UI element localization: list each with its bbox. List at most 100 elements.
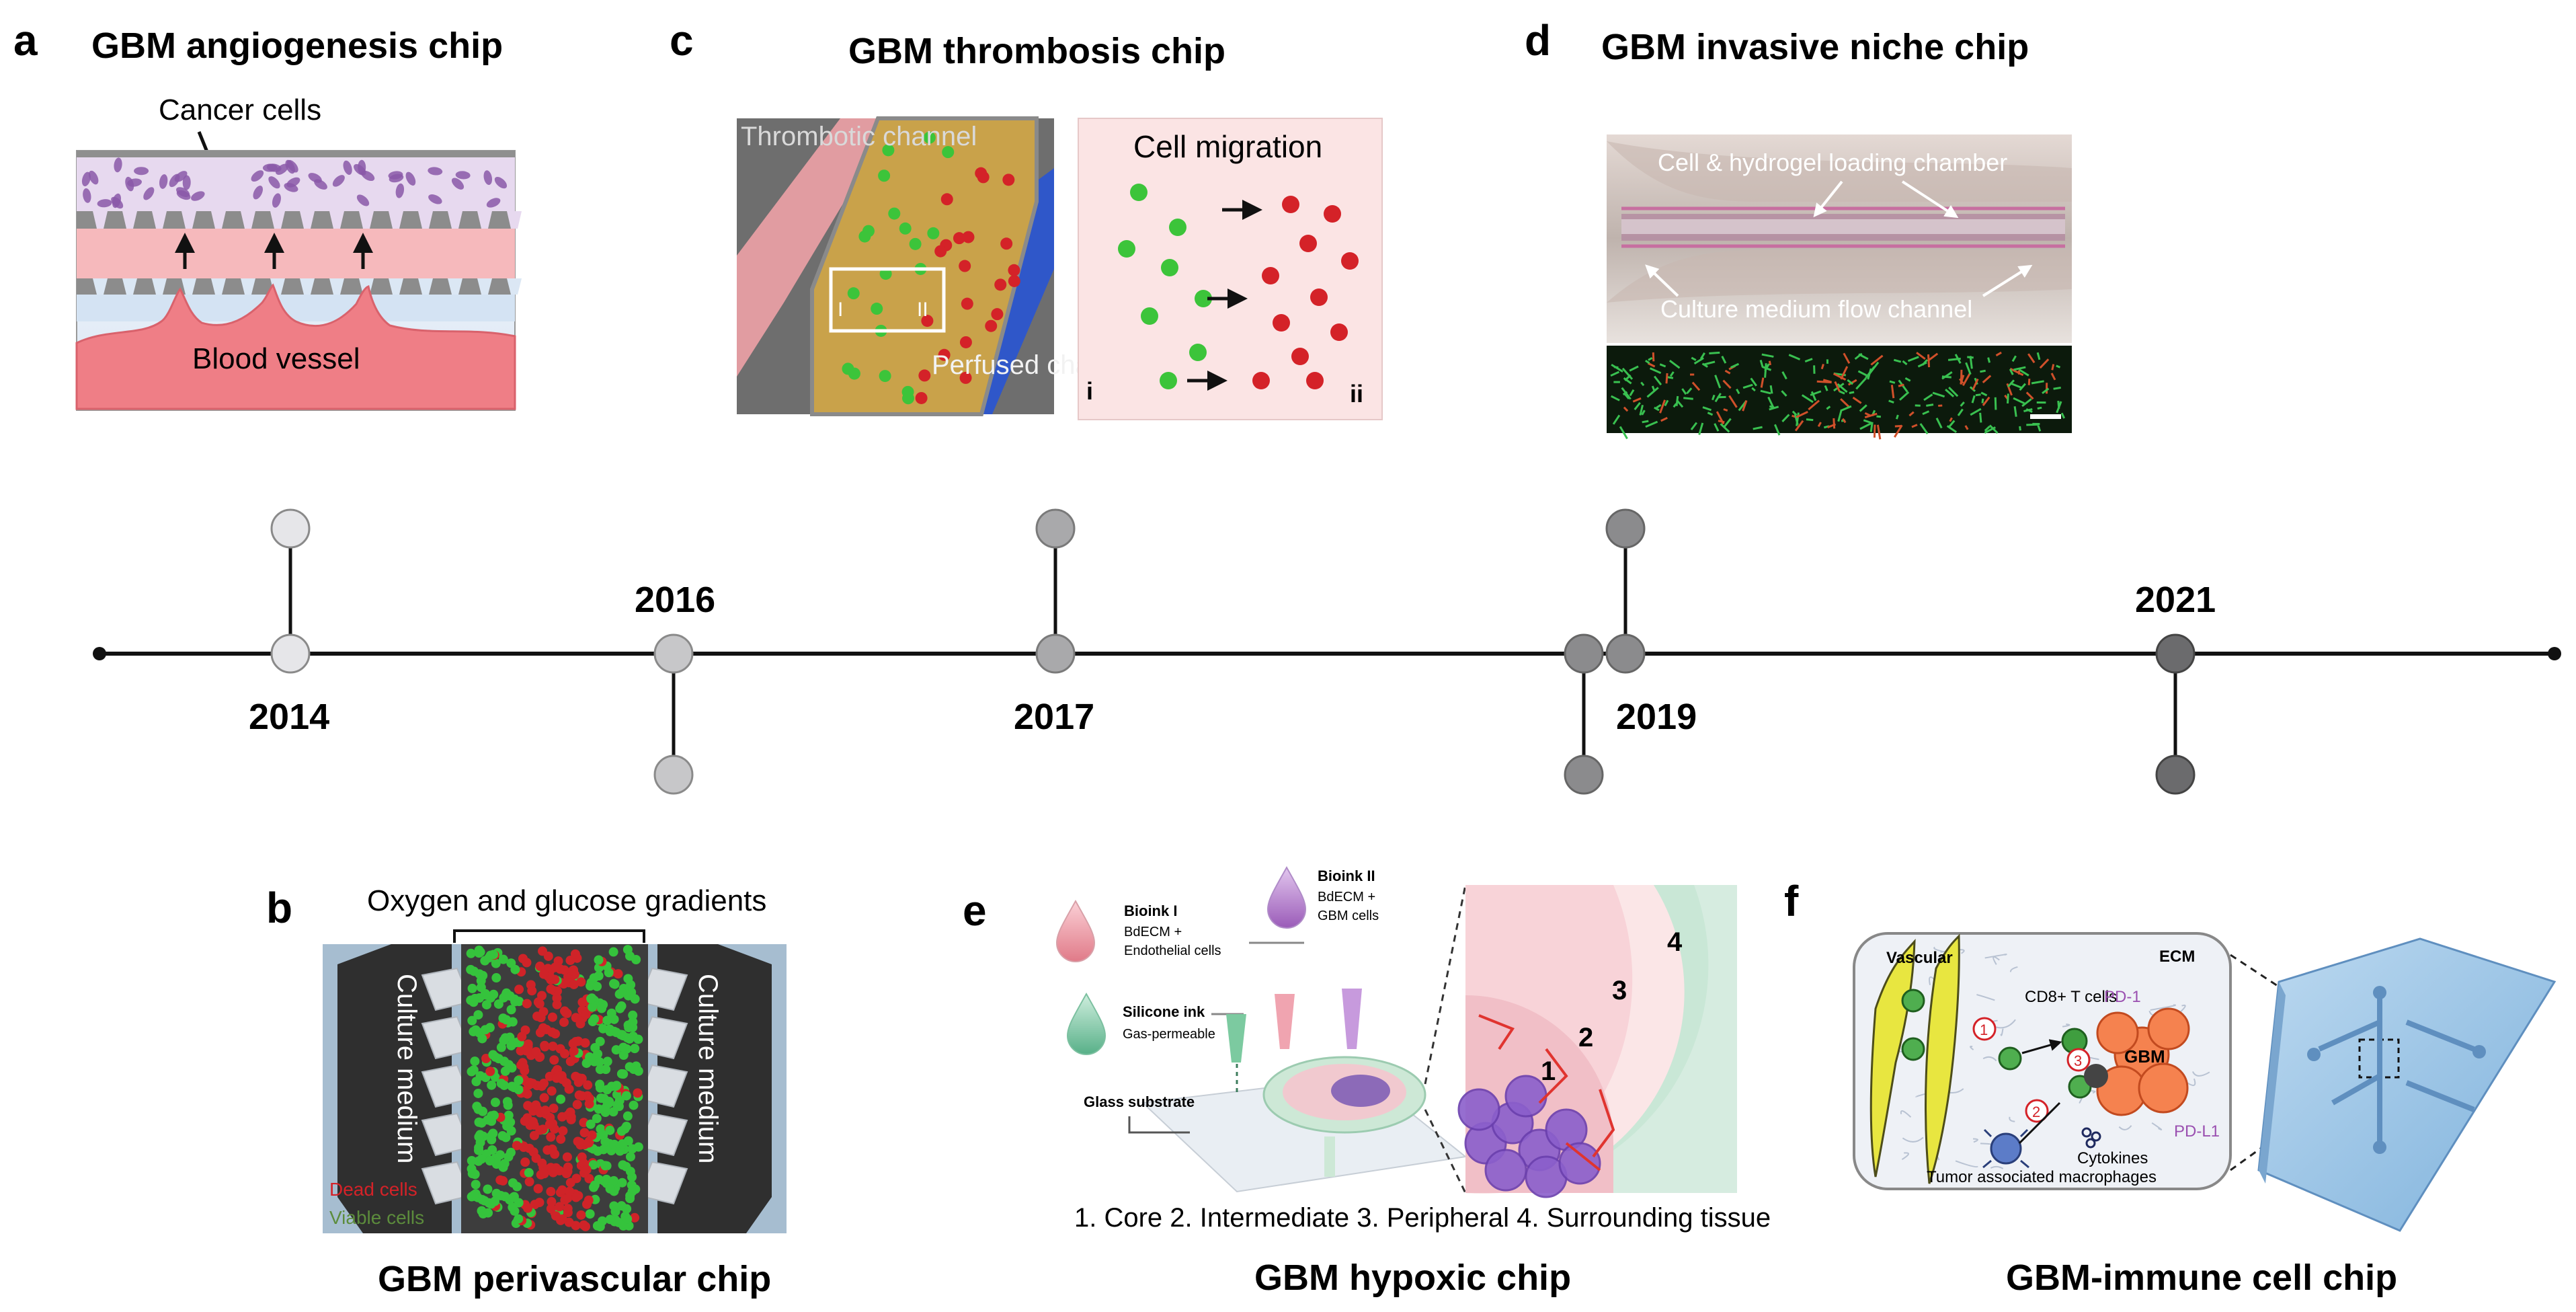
viable-cell (633, 1066, 643, 1076)
roi-box (829, 267, 946, 333)
fluorescence-streak (1722, 379, 1732, 389)
fluorescence-streak (1960, 401, 1965, 407)
fluorescence-streak (1926, 403, 1934, 407)
red-cell (991, 308, 1004, 321)
panel-d-letter: d (1525, 16, 1551, 65)
dead-cell (572, 1099, 582, 1110)
fluorescence-streak (1869, 422, 1874, 432)
scale-bar (2030, 414, 2061, 419)
fluorescence-streak (1774, 424, 1781, 436)
fluorescence-streak (1888, 399, 1894, 403)
dead-cell (564, 1084, 574, 1094)
fluorescence-streak (1623, 377, 1632, 385)
fluorescence-streak (1982, 375, 1992, 384)
cell-distribution (466, 945, 643, 1231)
dead-cell (563, 1204, 573, 1214)
pore (507, 211, 522, 229)
viable-cell (590, 1180, 600, 1190)
dead-cell (546, 1204, 556, 1214)
red-cell (940, 193, 953, 206)
year-2021: 2021 (2135, 580, 2216, 620)
viable-cell (614, 1095, 625, 1106)
fluorescence-streak (1839, 390, 1845, 395)
viable-cell (474, 948, 484, 958)
fluorescence-streak (1826, 406, 1831, 410)
dead-cell (571, 1192, 581, 1202)
viable-cell (474, 1132, 484, 1142)
dead-cell (565, 1107, 575, 1117)
fluorescence-streak (1810, 391, 1817, 401)
pore (241, 278, 255, 295)
tam-label: Tumor associated macrophages (1927, 1168, 2157, 1186)
cancer-cell (428, 167, 443, 176)
blood-vessel-label: Blood vessel (192, 342, 360, 375)
viable-cell (496, 1079, 506, 1089)
fluorescence-streak (1957, 408, 1964, 416)
fluorescence-streak (1847, 379, 1854, 385)
perivascular-chip-diagram: Culture medium Culture medium Dead cells… (323, 944, 787, 1233)
dead-cell (531, 1100, 541, 1110)
fluorescence-streak (1702, 406, 1712, 412)
fluorescence-streak (1833, 373, 1847, 381)
dead-cell (549, 1104, 559, 1114)
dead-cell (556, 1134, 566, 1144)
dead-cell (523, 1203, 533, 1213)
roi-i-label: I (838, 299, 843, 321)
zone-2: 2 (1578, 1023, 1593, 1052)
bioink2-line1: BdECM + (1318, 890, 1375, 904)
fluorescence-streak (1720, 423, 1730, 433)
step-3: 3 (2074, 1052, 2082, 1069)
bioink2-title: Bioink II (1318, 867, 1375, 884)
ecm-fiber (2191, 1071, 2210, 1077)
cancer-cell (191, 191, 205, 201)
dead-cell (546, 1132, 556, 1142)
fluorescence-streak (1923, 393, 1933, 401)
viable-cell (612, 1081, 622, 1091)
viable-cell (466, 964, 476, 974)
dead-cell (569, 1046, 579, 1056)
cancer-cell (486, 198, 501, 208)
fluorescence-streak (1621, 367, 1634, 380)
fluorescence-streak (2053, 386, 2061, 390)
dead-cell (525, 1077, 535, 1087)
dead-cell (533, 1184, 543, 1194)
cancer-cell (451, 178, 465, 190)
macrophage (1982, 1128, 2029, 1169)
fluorescence-streak (1898, 379, 1908, 393)
fluorescence-streak (2009, 367, 2024, 377)
red-cell (985, 319, 998, 332)
viable-cell (508, 1192, 518, 1202)
fluorescence-streak (1698, 422, 1704, 435)
viable-cell (600, 1104, 610, 1114)
ecm-fiber (1993, 956, 2000, 965)
pore (389, 211, 403, 229)
viable-cell (477, 1206, 487, 1216)
fluorescence-streak (1676, 399, 1684, 408)
milestone-2017: 2017 (1014, 508, 1094, 737)
dead-cell (555, 1202, 565, 1212)
fluorescence-streak (1654, 406, 1660, 412)
fluorescence-streak (2019, 426, 2021, 431)
fluorescence-streak (1919, 423, 1929, 434)
viable-cell (594, 955, 604, 965)
viable-cell (502, 1121, 512, 1131)
viable-cell (489, 950, 499, 960)
fluorescence-streak (1611, 363, 1623, 373)
fluorescence-streak (1641, 410, 1646, 416)
viable-cell (625, 1191, 635, 1201)
panel-d-title: GBM invasive niche chip (1601, 27, 2029, 67)
dead-cell (558, 1126, 568, 1136)
dead-cell (543, 951, 553, 961)
vascular-label: Vascular (1886, 949, 1953, 967)
viable-cell (625, 1152, 635, 1162)
ecm-fiber (2118, 1125, 2132, 1130)
green-cell (858, 230, 871, 243)
viable-cell (488, 1128, 498, 1139)
fluorescence-streak (1683, 397, 1693, 400)
ecm-fiber (2009, 966, 2018, 972)
fluorescence-streak (1781, 371, 1787, 380)
year-2017: 2017 (1014, 697, 1094, 737)
fluorescence-streak (1690, 422, 1698, 430)
viable-cell (625, 1062, 635, 1072)
silicone-title: Silicone ink (1123, 1003, 1205, 1020)
